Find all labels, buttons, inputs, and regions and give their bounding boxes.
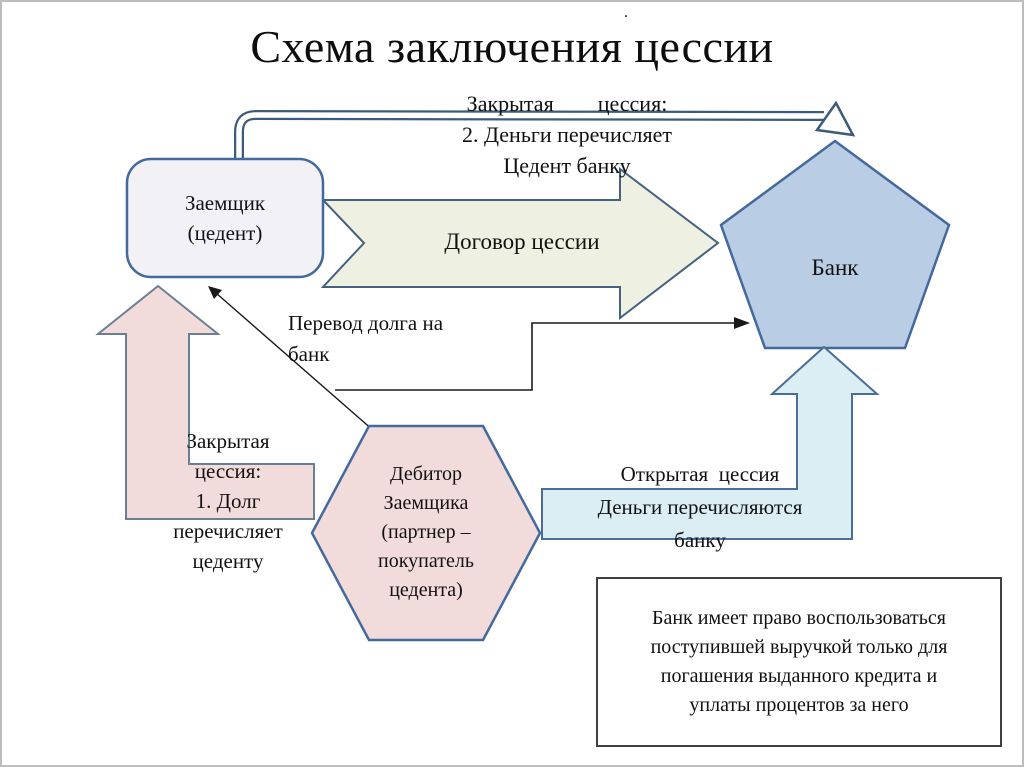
debt-transfer-connector (335, 322, 736, 391)
note-line-4: уплаты процентов за него (689, 694, 909, 716)
open-cession-line-2: Деньги перечисляются (597, 495, 803, 519)
note-line-3: погашения выданного кредита и (660, 665, 938, 687)
closed-cession-1-line-1: Закрытая (186, 429, 270, 453)
closed-cession-1-line-2: цессия: (194, 459, 262, 483)
borrower-label-line-2: (цедент) (187, 221, 263, 245)
contract-arrow-label: Договор цессии (444, 229, 600, 254)
closed-cession-tube-arrow-inner (236, 112, 825, 174)
note-line-1: Банк имеет право воспользоваться (651, 607, 946, 629)
open-cession-line-3: банку (674, 528, 726, 552)
debtor-label-line-5: цедента) (389, 579, 463, 601)
page-title: Схема заключения цессии (250, 21, 774, 72)
stray-dot: . (624, 4, 628, 21)
debt-transfer-line-1: Перевод долга на (288, 311, 444, 335)
closed-cession-1-line-3: 1. Долг (195, 489, 261, 513)
debtor-label: Дебитор Заемщика (партнер – покупатель ц… (324, 460, 528, 605)
debt-transfer-line-2: банк (288, 342, 330, 366)
closed-cession-pink-arrow (95, 284, 315, 520)
debtor-label-line-4: покупатель (378, 550, 474, 572)
borrower-label-line-1: Заемщик (184, 191, 266, 215)
note-box: Банк имеет право воспользоваться поступи… (596, 577, 1002, 747)
contract-arrow-shape (320, 166, 720, 321)
debtor-label-line-3: (партнер – (381, 521, 471, 543)
closed-cession-2-label: Закрытая цессия: 2. Деньги перечисляет Ц… (395, 88, 739, 181)
open-cession-line-1: Открытая цессия (620, 462, 780, 486)
open-cession-blue-arrow (541, 345, 880, 540)
debtor-label-line-1: Дебитор (389, 463, 463, 485)
closed-cession-1-line-4: перечисляет (173, 519, 283, 543)
debt-transfer-arrowhead (734, 317, 750, 329)
debtor-to-borrower-arrowhead (208, 286, 222, 299)
bank-pentagon (719, 139, 951, 350)
closed-cession-2-line-3: Цедент банку (503, 153, 631, 178)
bank-label: Банк (811, 255, 859, 280)
closed-cession-1-line-5: цеденту (192, 549, 264, 573)
debtor-hexagon (310, 424, 542, 642)
closed-cession-2-line-1: Закрытая цессия: (466, 91, 668, 116)
borrower-label: Заемщик (цедент) (127, 188, 323, 248)
debt-transfer-label: Перевод долга на банк (288, 308, 528, 370)
note-line-2: поступившей выручкой только для (650, 636, 948, 658)
open-cession-label: Открытая цессия Деньги перечисляются бан… (550, 458, 850, 557)
closed-cession-2-line-2: 2. Деньги перечисляет (462, 122, 672, 147)
debtor-to-borrower-line (215, 292, 375, 432)
closed-cession-arrowhead (814, 100, 856, 137)
debtor-label-line-2: Заемщика (383, 492, 469, 514)
closed-cession-1-label: Закрытая цессия: 1. Долг перечисляет цед… (138, 426, 318, 576)
borrower-box (125, 157, 325, 279)
